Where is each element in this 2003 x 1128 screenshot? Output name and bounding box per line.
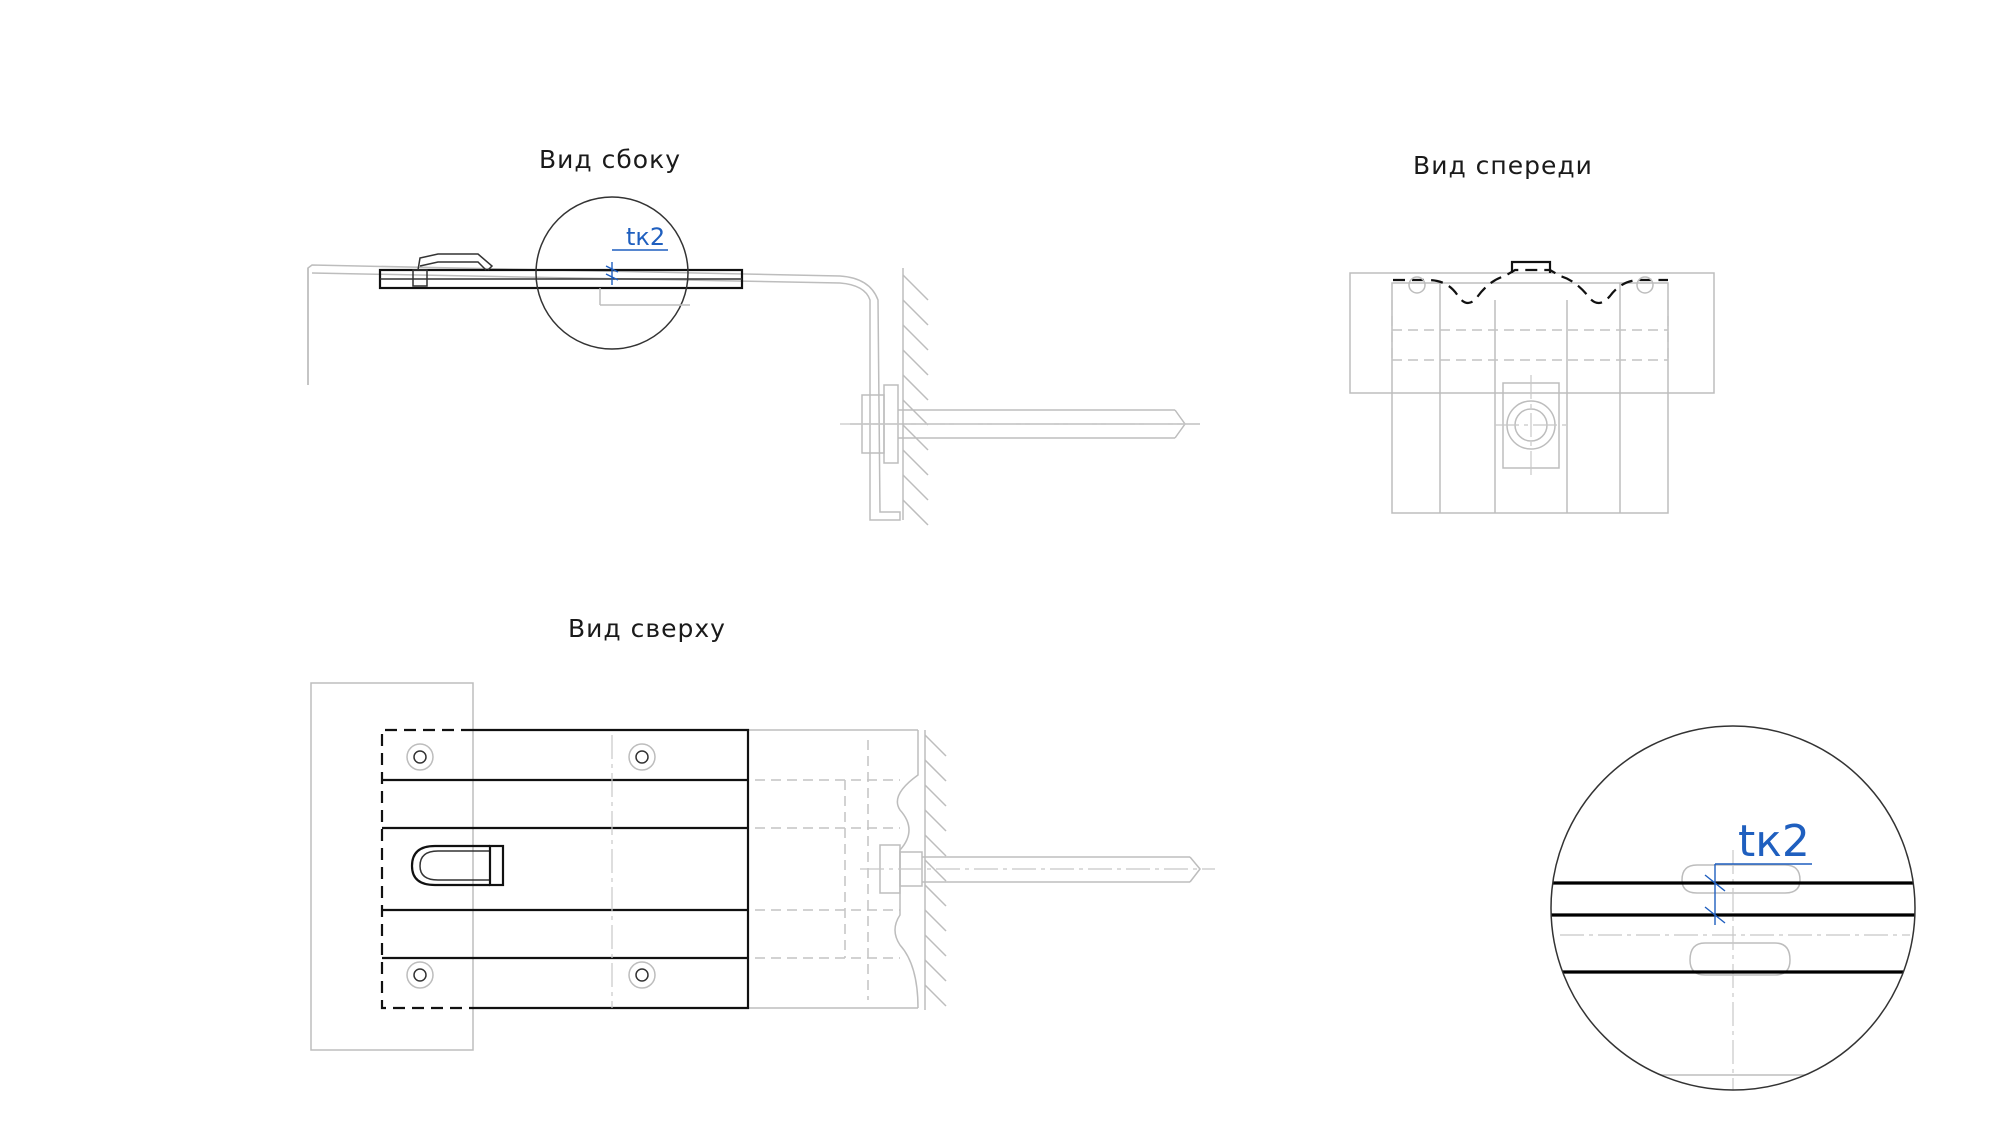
front-corrugated-profile (1393, 268, 1668, 305)
front-clamp-top (1510, 260, 1552, 273)
front-base-plate (1391, 282, 1669, 514)
side-wall (902, 268, 929, 526)
top-view-title: Вид сверху (568, 614, 726, 643)
detail-circle (1550, 725, 1916, 1091)
top-rail (310, 682, 474, 1051)
side-clamp-hook (417, 253, 494, 271)
top-bracket (748, 729, 926, 1010)
top-hook-slot (410, 844, 505, 887)
top-wall (924, 734, 947, 1007)
detail-dimension-tk2: tк2 (1704, 816, 1812, 925)
front-nut (1495, 375, 1570, 478)
detail-dimension-label: tк2 (1738, 816, 1810, 867)
side-view-title: Вид сбоку (539, 145, 681, 174)
top-anchor-bolt (860, 844, 1215, 894)
side-view: Вид сбоку (307, 145, 1200, 526)
side-detail-circle (535, 196, 689, 350)
front-view: Вид спереди (1349, 151, 1715, 514)
side-anchor-bolt (840, 384, 1200, 464)
front-view-title: Вид спереди (1413, 151, 1593, 180)
side-dimension-label: tк2 (626, 223, 665, 251)
side-bracket-profile (307, 264, 901, 521)
top-screws (406, 743, 656, 989)
side-dimension-tk2: tк2 (605, 223, 668, 285)
front-bracket-outline (1349, 272, 1715, 394)
top-clamp-plate (380, 728, 750, 1010)
detail-view: tк2 (1550, 725, 1916, 1091)
top-view: Вид сверху (310, 614, 1215, 1051)
